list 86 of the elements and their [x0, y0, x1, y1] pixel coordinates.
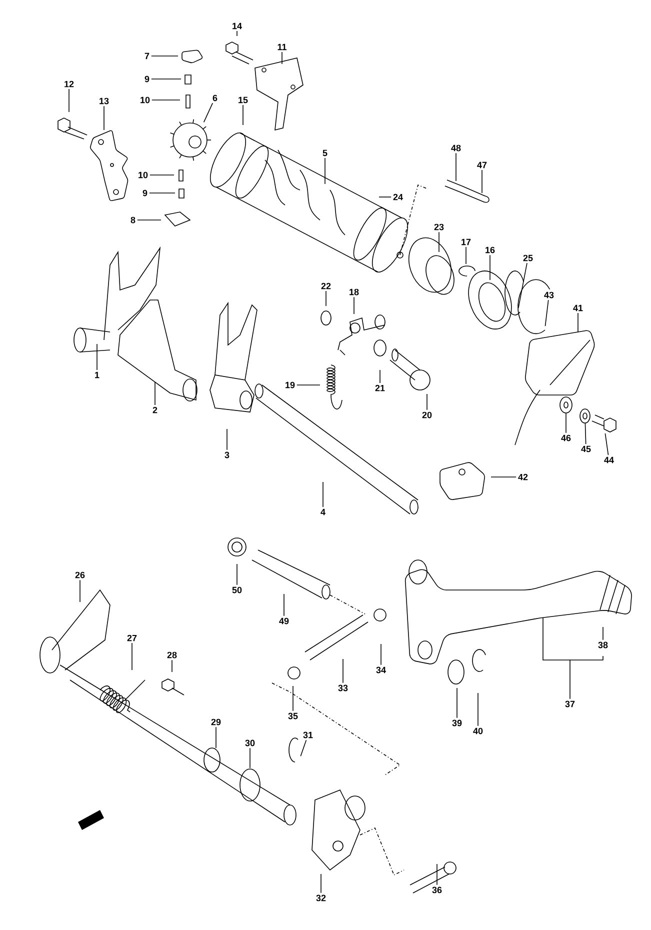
callout-number: 5	[322, 150, 328, 156]
callout-number: 41	[573, 304, 583, 312]
callout-number: 49	[279, 618, 289, 624]
leader-line	[154, 382, 156, 406]
leader-line	[242, 104, 244, 126]
leader-line	[490, 476, 516, 478]
callout-number: 4	[320, 508, 326, 516]
callout-number: 43	[544, 292, 554, 298]
callout-number: 32	[316, 894, 326, 902]
callout-number: 30	[245, 740, 255, 746]
leader-line	[518, 262, 528, 308]
leader-line	[544, 300, 549, 326]
callout-number: 38	[598, 642, 608, 648]
callout-number: 44	[604, 456, 614, 464]
callout-number: 24	[393, 194, 403, 200]
callout-number: 34	[376, 666, 386, 674]
leader-line	[296, 384, 320, 386]
callout-number: 10	[140, 96, 150, 104]
callout-number: 31	[303, 732, 313, 738]
leader-line	[236, 30, 238, 36]
callout-number: 39	[452, 720, 462, 726]
callout-number: 35	[288, 712, 298, 720]
callout-number: 45	[581, 446, 591, 452]
leader-line	[151, 78, 182, 80]
leader-line	[584, 423, 586, 444]
callout-number: 47	[477, 162, 487, 168]
callout-number: 17	[462, 238, 471, 246]
leader-line	[542, 618, 604, 700]
leader-line	[438, 232, 440, 252]
callout-number: 36	[432, 886, 442, 894]
leader-line	[456, 688, 458, 718]
callout-number: 23	[434, 224, 444, 230]
callout-number: 37	[565, 700, 575, 708]
leader-line	[342, 658, 344, 684]
callout-number: 12	[64, 80, 74, 88]
leader-line	[300, 740, 307, 757]
leader-line	[292, 686, 294, 712]
callout-number: 3	[224, 452, 230, 458]
callout-number: 25	[523, 254, 533, 262]
callout-number: 11	[278, 44, 286, 50]
callout-number: 28	[167, 652, 177, 658]
leader-line	[324, 158, 326, 184]
callout-number: 19	[286, 382, 295, 388]
callout-number: 21	[375, 384, 385, 392]
callout-number: 7	[144, 52, 150, 60]
callout-number: 50	[232, 586, 242, 594]
callout-number: 14	[232, 22, 242, 30]
callout-number: 26	[75, 572, 85, 578]
callout-number: 22	[321, 282, 331, 290]
leader-line	[150, 174, 174, 176]
leader-line	[380, 644, 382, 666]
leader-line	[96, 344, 98, 370]
leader-line	[320, 874, 322, 894]
callout-number: 8	[130, 216, 136, 224]
callout-number: 40	[473, 728, 483, 734]
callout-number: 48	[451, 144, 461, 152]
callout-number: 6	[212, 94, 218, 102]
callout-number: 10	[138, 172, 148, 178]
washer-drawing	[560, 396, 572, 414]
callout-number: 16	[486, 246, 495, 254]
callout-number: 9	[144, 76, 150, 82]
callout-number: 1	[95, 372, 100, 378]
callout-number: 20	[422, 412, 432, 418]
leader-line	[236, 564, 238, 586]
callout-number: 27	[127, 634, 137, 642]
leader-line	[426, 394, 428, 410]
callout-number: 2	[152, 406, 158, 414]
leader-line	[149, 192, 176, 194]
leader-line	[436, 864, 438, 886]
callout-number: 46	[561, 434, 571, 442]
leader-line	[322, 482, 324, 508]
bolt-drawing	[592, 414, 616, 432]
callout-number: 18	[350, 288, 359, 296]
callout-number: 29	[211, 718, 221, 726]
leader-line	[226, 428, 228, 450]
leader-line	[602, 626, 604, 640]
callout-number: 42	[518, 474, 528, 480]
leader-line	[203, 102, 214, 123]
callout-number: 33	[338, 684, 348, 692]
leader-line	[604, 433, 609, 456]
leader-line	[378, 196, 392, 198]
callout-number: 9	[142, 190, 148, 196]
callout-number: 15	[238, 96, 248, 104]
callout-number: 13	[100, 98, 109, 104]
leader-line	[68, 88, 70, 112]
washer-drawing	[580, 408, 590, 424]
